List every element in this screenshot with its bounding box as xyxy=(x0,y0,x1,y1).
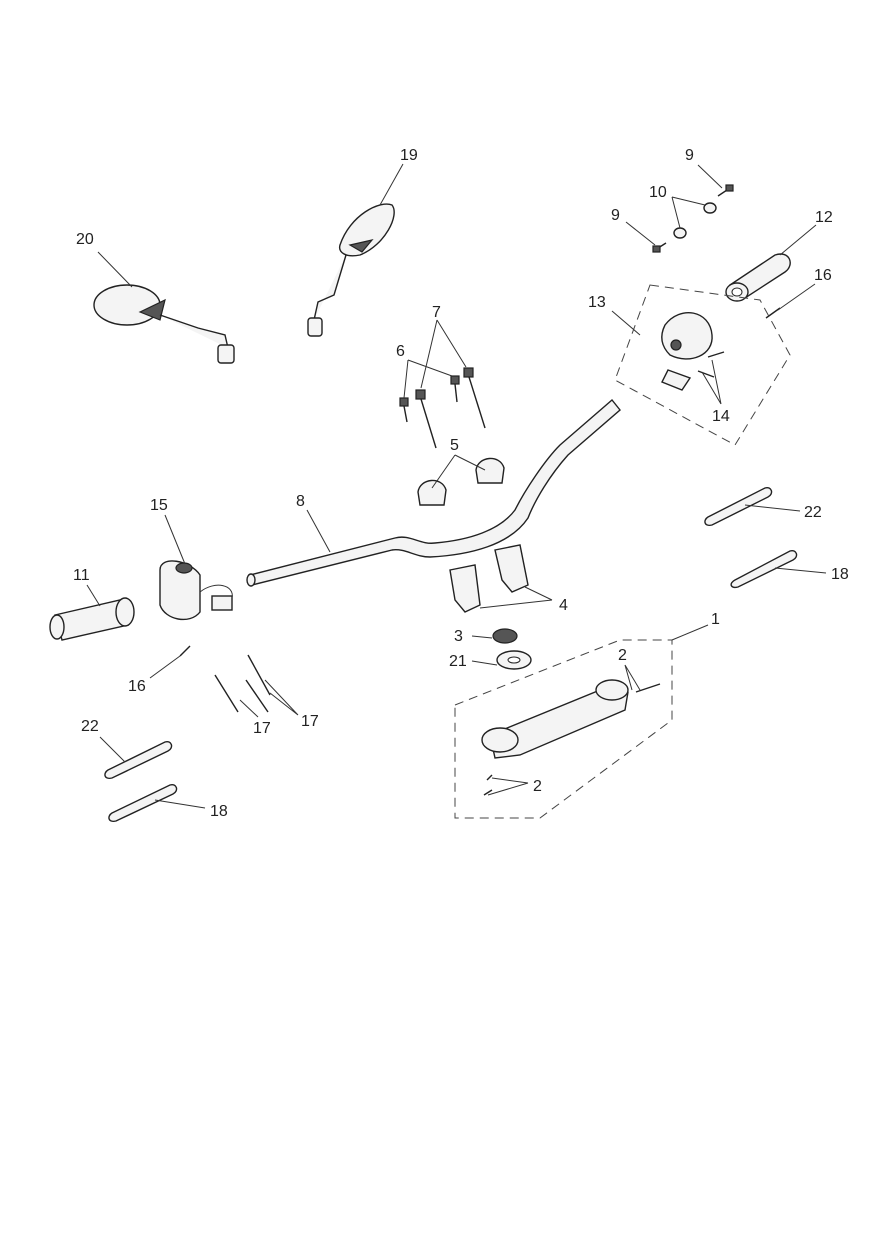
callout-15: 15 xyxy=(150,497,168,514)
callout-16: 16 xyxy=(814,267,832,284)
callout-12: 12 xyxy=(815,209,833,226)
riser-part-4[interactable] xyxy=(449,544,529,613)
callout-1: 1 xyxy=(711,611,720,628)
leader-lines xyxy=(86,163,827,809)
top-yoke-part-1[interactable] xyxy=(481,679,629,759)
callout-3: 3 xyxy=(454,628,463,645)
callout-8: 8 xyxy=(296,493,305,510)
callout-22: 22 xyxy=(81,718,99,735)
washer-part-21[interactable] xyxy=(496,650,532,670)
callout-21: 21 xyxy=(449,653,467,670)
bracket-part-18[interactable] xyxy=(730,549,798,589)
callout-17: 17 xyxy=(301,713,319,730)
screw-part-14[interactable] xyxy=(697,351,725,378)
callout-14: 14 xyxy=(712,408,730,425)
callout-9: 9 xyxy=(685,147,694,164)
bolt-part-9[interactable] xyxy=(652,242,667,253)
callout-5: 5 xyxy=(450,437,459,454)
callout-11: 11 xyxy=(73,567,90,584)
bracket-part-22[interactable] xyxy=(704,486,773,527)
screw-part-16[interactable] xyxy=(179,645,191,657)
clamp-top-part-5[interactable] xyxy=(417,457,505,506)
bolt-part-2[interactable] xyxy=(483,683,661,796)
bracket-part-22[interactable] xyxy=(104,740,173,780)
screw-part-16[interactable] xyxy=(765,307,781,319)
washer-part-10[interactable] xyxy=(673,202,717,239)
bolt-part-7[interactable] xyxy=(415,367,486,449)
callout-7: 7 xyxy=(432,304,441,321)
mirror-left-part-20[interactable] xyxy=(93,284,235,364)
callout-20: 20 xyxy=(76,231,94,248)
mirror-right-part-19[interactable] xyxy=(307,203,395,337)
switch-housing-part-15[interactable] xyxy=(159,560,233,621)
callout-16: 16 xyxy=(128,678,146,695)
callout-10: 10 xyxy=(649,184,667,201)
callout-9: 9 xyxy=(611,207,620,224)
grip-right-part-12[interactable] xyxy=(725,253,791,302)
callout-22: 22 xyxy=(804,504,822,521)
callout-13: 13 xyxy=(588,294,606,311)
callout-18: 18 xyxy=(210,803,228,820)
callout-6: 6 xyxy=(396,343,405,360)
callout-17: 17 xyxy=(253,720,271,737)
yoke-group-outline xyxy=(454,639,673,819)
bolt-part-6[interactable] xyxy=(399,375,460,423)
nut-part-3[interactable] xyxy=(492,628,518,644)
callout-4: 4 xyxy=(559,597,568,614)
callout-2: 2 xyxy=(533,778,542,795)
switch-group-outline xyxy=(614,284,791,446)
callout-19: 19 xyxy=(400,147,418,164)
callout-18: 18 xyxy=(831,566,849,583)
handlebar-part-8[interactable] xyxy=(246,398,621,587)
switch-housing-part-13[interactable] xyxy=(661,312,713,391)
callout-2: 2 xyxy=(618,647,627,664)
bolt-part-17[interactable] xyxy=(214,654,271,713)
bolt-part-9[interactable] xyxy=(717,184,734,197)
grip-left-part-11[interactable] xyxy=(49,597,135,641)
bracket-part-18[interactable] xyxy=(108,783,178,823)
